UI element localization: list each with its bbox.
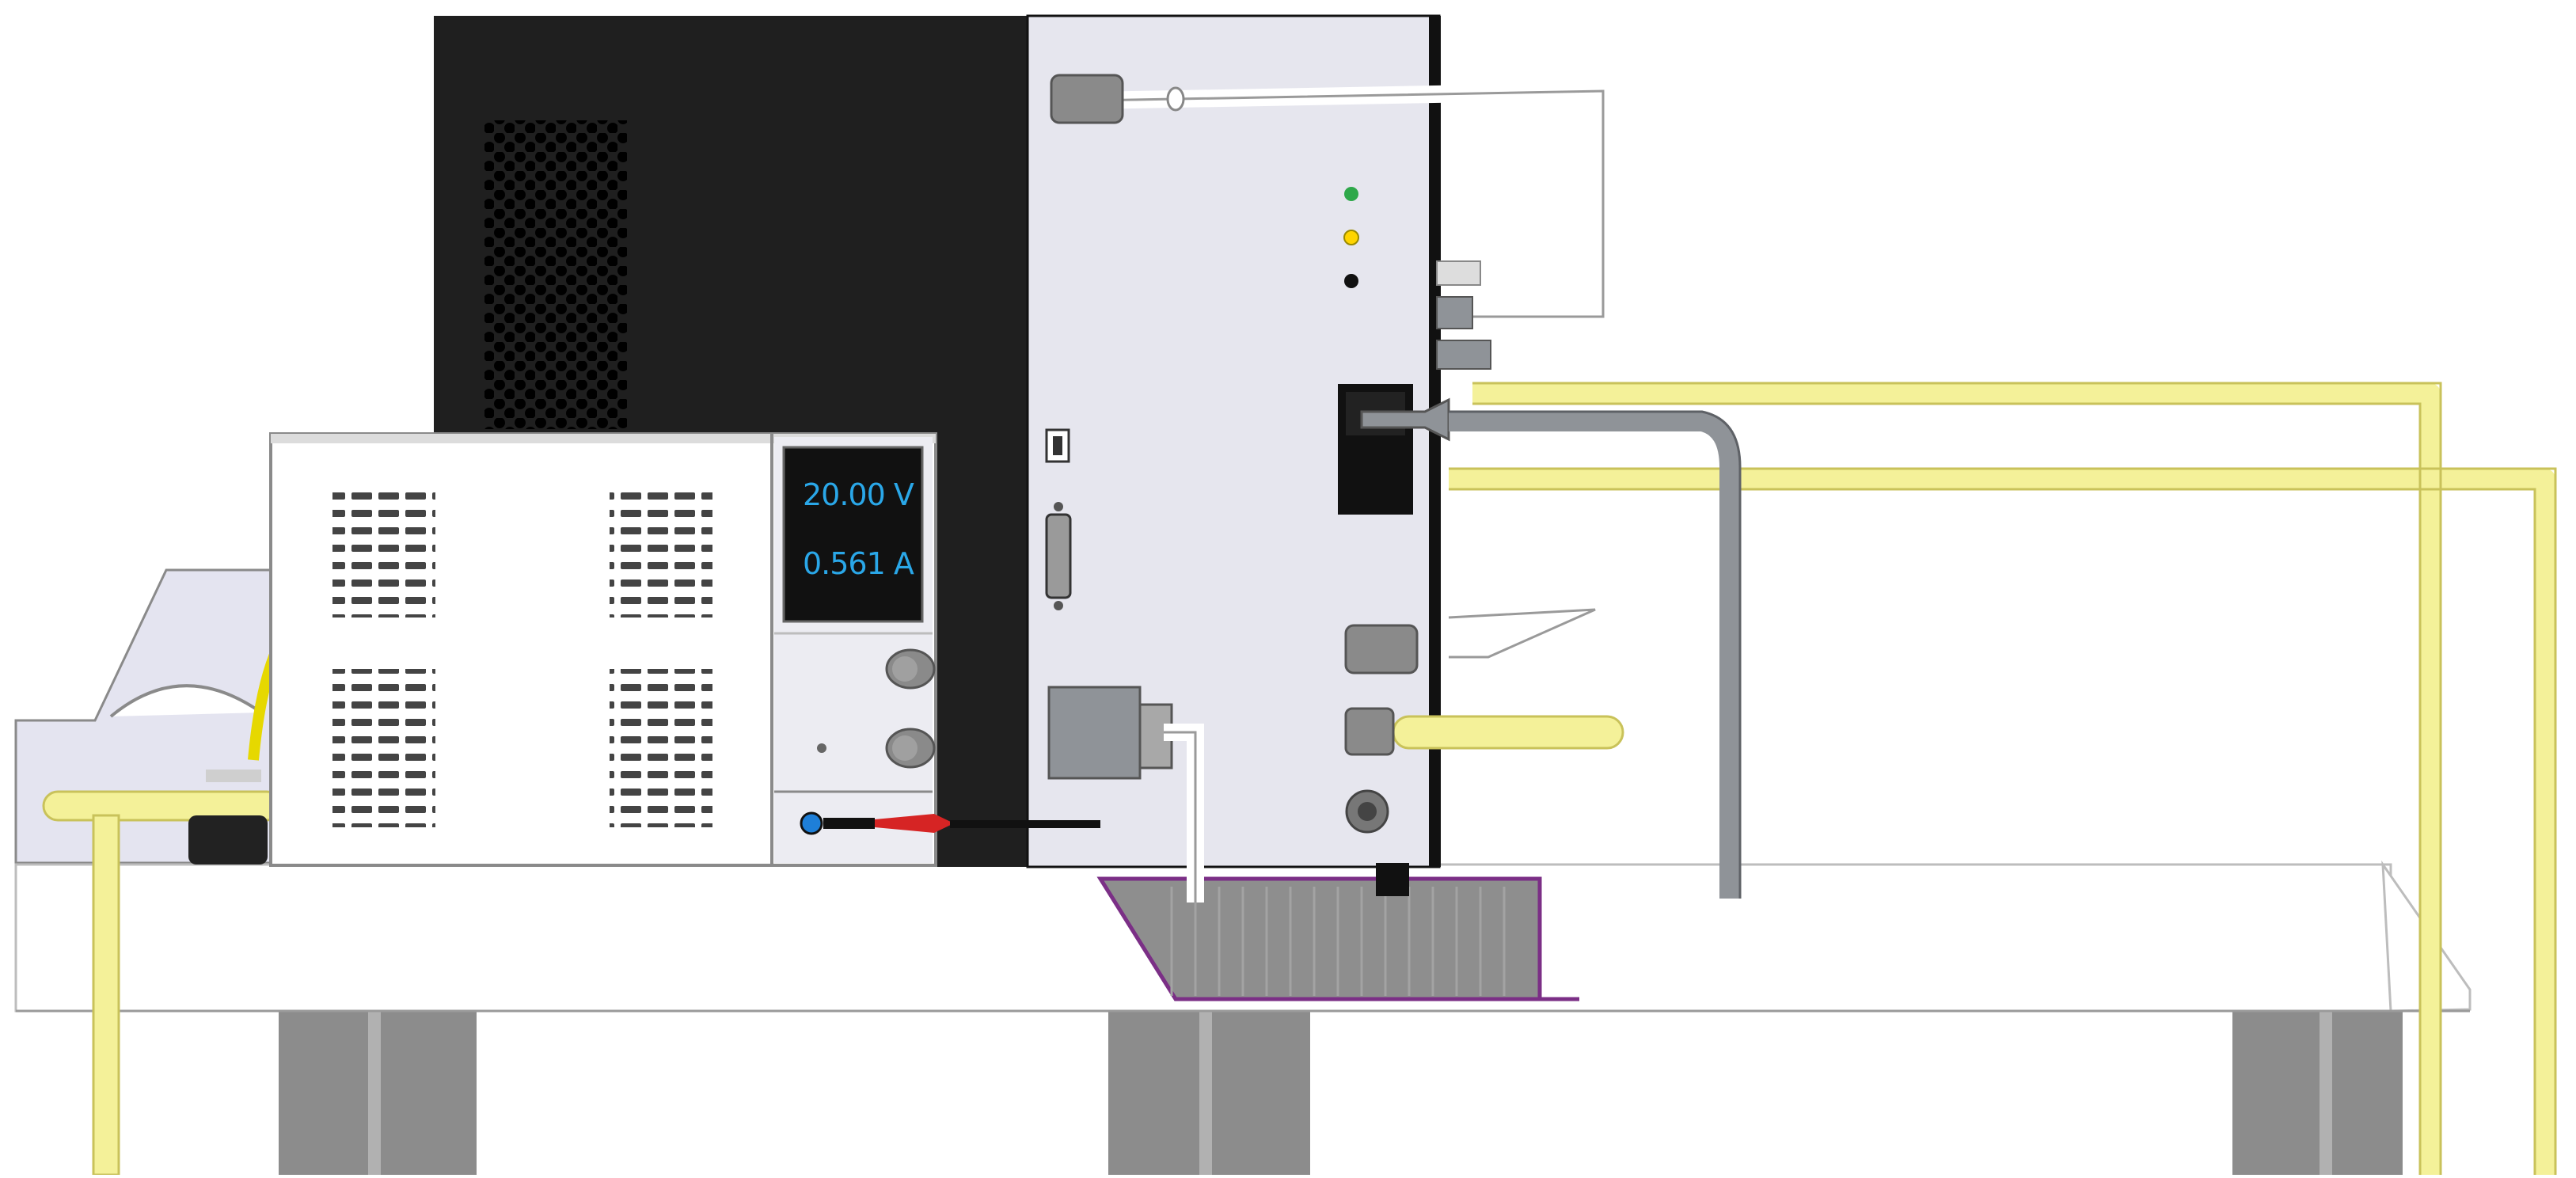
top-hose-clamp [1166, 86, 1185, 112]
lower-yellow-stub [1392, 715, 1624, 750]
cabinet-side-edge [1429, 16, 1441, 867]
table-leg-right-highlight [2320, 1005, 2332, 1175]
probe-red-tip [875, 814, 954, 833]
purple-tray [1096, 876, 1542, 1001]
side-switch-toggle [1053, 436, 1062, 455]
power-plug [1360, 397, 1450, 442]
gray-pipe [1449, 411, 1740, 899]
white-cable-outline [1164, 731, 1197, 902]
gray-pipe-outline [1449, 410, 1742, 899]
green-led-icon [1344, 187, 1358, 201]
vent-grid-icon [484, 120, 627, 429]
side-stub-block [1436, 340, 1491, 370]
yellow-tube-right-edges [1449, 382, 2557, 1175]
panel-indicator-dot [817, 743, 826, 753]
probe-lead-wire [950, 820, 1100, 828]
current-readout: 0.561 A [803, 546, 914, 581]
cabinet-foot [1376, 863, 1409, 896]
lower-hose-fitting [1344, 624, 1419, 674]
db-connector [1047, 686, 1142, 780]
psu-vents [332, 483, 712, 827]
side-db-port [1045, 513, 1072, 599]
lower-hose-outline [1448, 608, 1596, 659]
side-db-screw-top [1054, 502, 1063, 511]
lcd-display [782, 446, 924, 623]
side-stub-upper [1436, 260, 1481, 286]
knob-current-icon[interactable] [885, 728, 936, 769]
black-led-icon [1344, 274, 1358, 288]
yellow-tube-right [1449, 383, 2555, 1175]
side-stub-mid [1436, 296, 1473, 329]
yellow-tube-left-vertical [92, 814, 120, 1176]
side-db-screw-bottom [1054, 601, 1063, 610]
voltage-readout: 20.00 V [803, 477, 914, 512]
top-hose-outline [1092, 89, 1605, 318]
lower-yellow-fitting [1344, 707, 1395, 756]
probe-black-handle [823, 818, 875, 829]
round-connector-core [1358, 802, 1377, 821]
yellow-led-icon [1343, 230, 1359, 245]
knob-voltage-icon[interactable] [885, 648, 936, 690]
table-leg-left-highlight [368, 1009, 381, 1175]
terminal-negative[interactable] [800, 811, 823, 835]
left-connector-block [188, 815, 268, 864]
tray-ridges [1170, 887, 1506, 996]
psu-top-edge [271, 434, 936, 443]
left-clip [206, 770, 261, 782]
left-bracket-cutout [109, 684, 263, 718]
top-hose-fitting [1050, 74, 1124, 124]
table-leg-center-highlight [1199, 1009, 1212, 1175]
table-leg-right [2232, 1005, 2403, 1175]
